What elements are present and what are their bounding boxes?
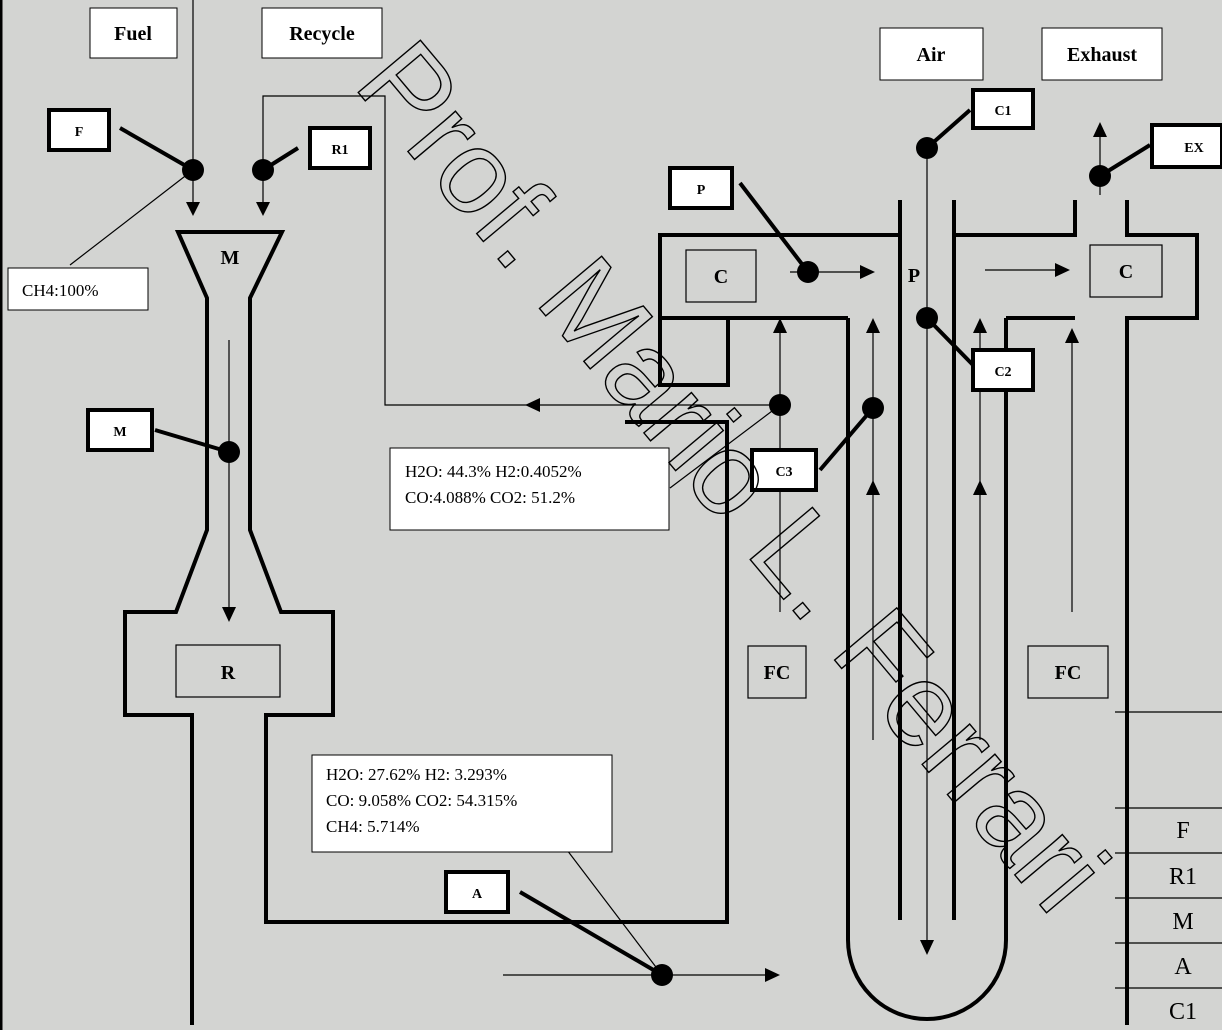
combustor-housing xyxy=(660,200,900,318)
fuel-label-box: Fuel xyxy=(90,8,177,58)
tag-M: M xyxy=(88,410,152,450)
tag-P: P xyxy=(670,168,732,208)
point-C1 xyxy=(916,137,938,159)
tag-C2: C2 xyxy=(973,350,1033,390)
fuel-cell-right-label: FC xyxy=(1055,662,1082,684)
recycle-label-box: Recycle xyxy=(262,8,382,58)
preheater-label: P xyxy=(908,265,920,287)
svg-text:M: M xyxy=(113,425,126,440)
svg-text:F: F xyxy=(75,125,84,140)
fuel-cell-right-box: FC xyxy=(1028,646,1108,698)
reformer-out-line3: CH4: 5.714% xyxy=(326,817,420,836)
exhaust-label-box: Exhaust xyxy=(1042,28,1162,80)
combustor-left-box: C xyxy=(686,250,756,302)
svg-text:EX: EX xyxy=(1184,141,1203,156)
combustor-right-label: C xyxy=(1119,261,1133,283)
side-table-row: F xyxy=(1176,818,1189,844)
mixer-label: M xyxy=(221,247,240,269)
exhaust-housing xyxy=(1127,200,1197,1025)
recycle-label: Recycle xyxy=(289,23,355,45)
side-table-row: A xyxy=(1174,954,1192,980)
point-M xyxy=(218,441,240,463)
exhaust-label: Exhaust xyxy=(1067,44,1137,66)
combustor-right-box: C xyxy=(1090,245,1162,297)
point-C3 xyxy=(862,397,884,419)
reformer-label: R xyxy=(221,662,236,684)
preheater-housing-right xyxy=(954,200,1075,235)
svg-text:P: P xyxy=(697,183,706,198)
side-table-row: M xyxy=(1172,909,1193,935)
svg-text:R1: R1 xyxy=(331,143,348,158)
reformer-out-line2: CO: 9.058% CO2: 54.315% xyxy=(326,791,517,810)
side-table: F R1 M A C1 xyxy=(1169,818,1197,1025)
tag-A: A xyxy=(446,872,508,912)
side-table-row: R1 xyxy=(1169,864,1197,890)
point-C2 xyxy=(916,307,938,329)
point-R1 xyxy=(252,159,274,181)
svg-text:C2: C2 xyxy=(994,365,1011,380)
side-table-row: C1 xyxy=(1169,999,1197,1025)
air-label-box: Air xyxy=(880,28,983,80)
anode-out-line2: CO:4.088% CO2: 51.2% xyxy=(405,488,575,507)
air-label: Air xyxy=(917,44,946,66)
tag-F: F xyxy=(49,110,109,150)
reformer-out-line1: H2O: 27.62% H2: 3.293% xyxy=(326,765,507,784)
tag-C1: C1 xyxy=(973,90,1033,128)
anode-out-line1: H2O: 44.3% H2:0.4052% xyxy=(405,462,582,481)
point-EX xyxy=(1089,165,1111,187)
svg-text:A: A xyxy=(472,887,483,902)
reformer-box: R xyxy=(176,645,280,697)
fuel-composition: CH4:100% xyxy=(22,281,99,300)
reformer-out-composition-box: H2O: 27.62% H2: 3.293% CO: 9.058% CO2: 5… xyxy=(312,755,612,852)
svg-text:C1: C1 xyxy=(994,104,1011,119)
fuel-composition-box: CH4:100% xyxy=(8,268,148,310)
point-P xyxy=(797,261,819,283)
combustor-left-label: C xyxy=(714,266,728,288)
tag-EX: EX xyxy=(1152,125,1222,167)
fuel-label: Fuel xyxy=(114,23,152,45)
anode-out-composition-box: H2O: 44.3% H2:0.4052% CO:4.088% CO2: 51.… xyxy=(390,448,669,530)
fuel-cell-left-label: FC xyxy=(764,662,791,684)
